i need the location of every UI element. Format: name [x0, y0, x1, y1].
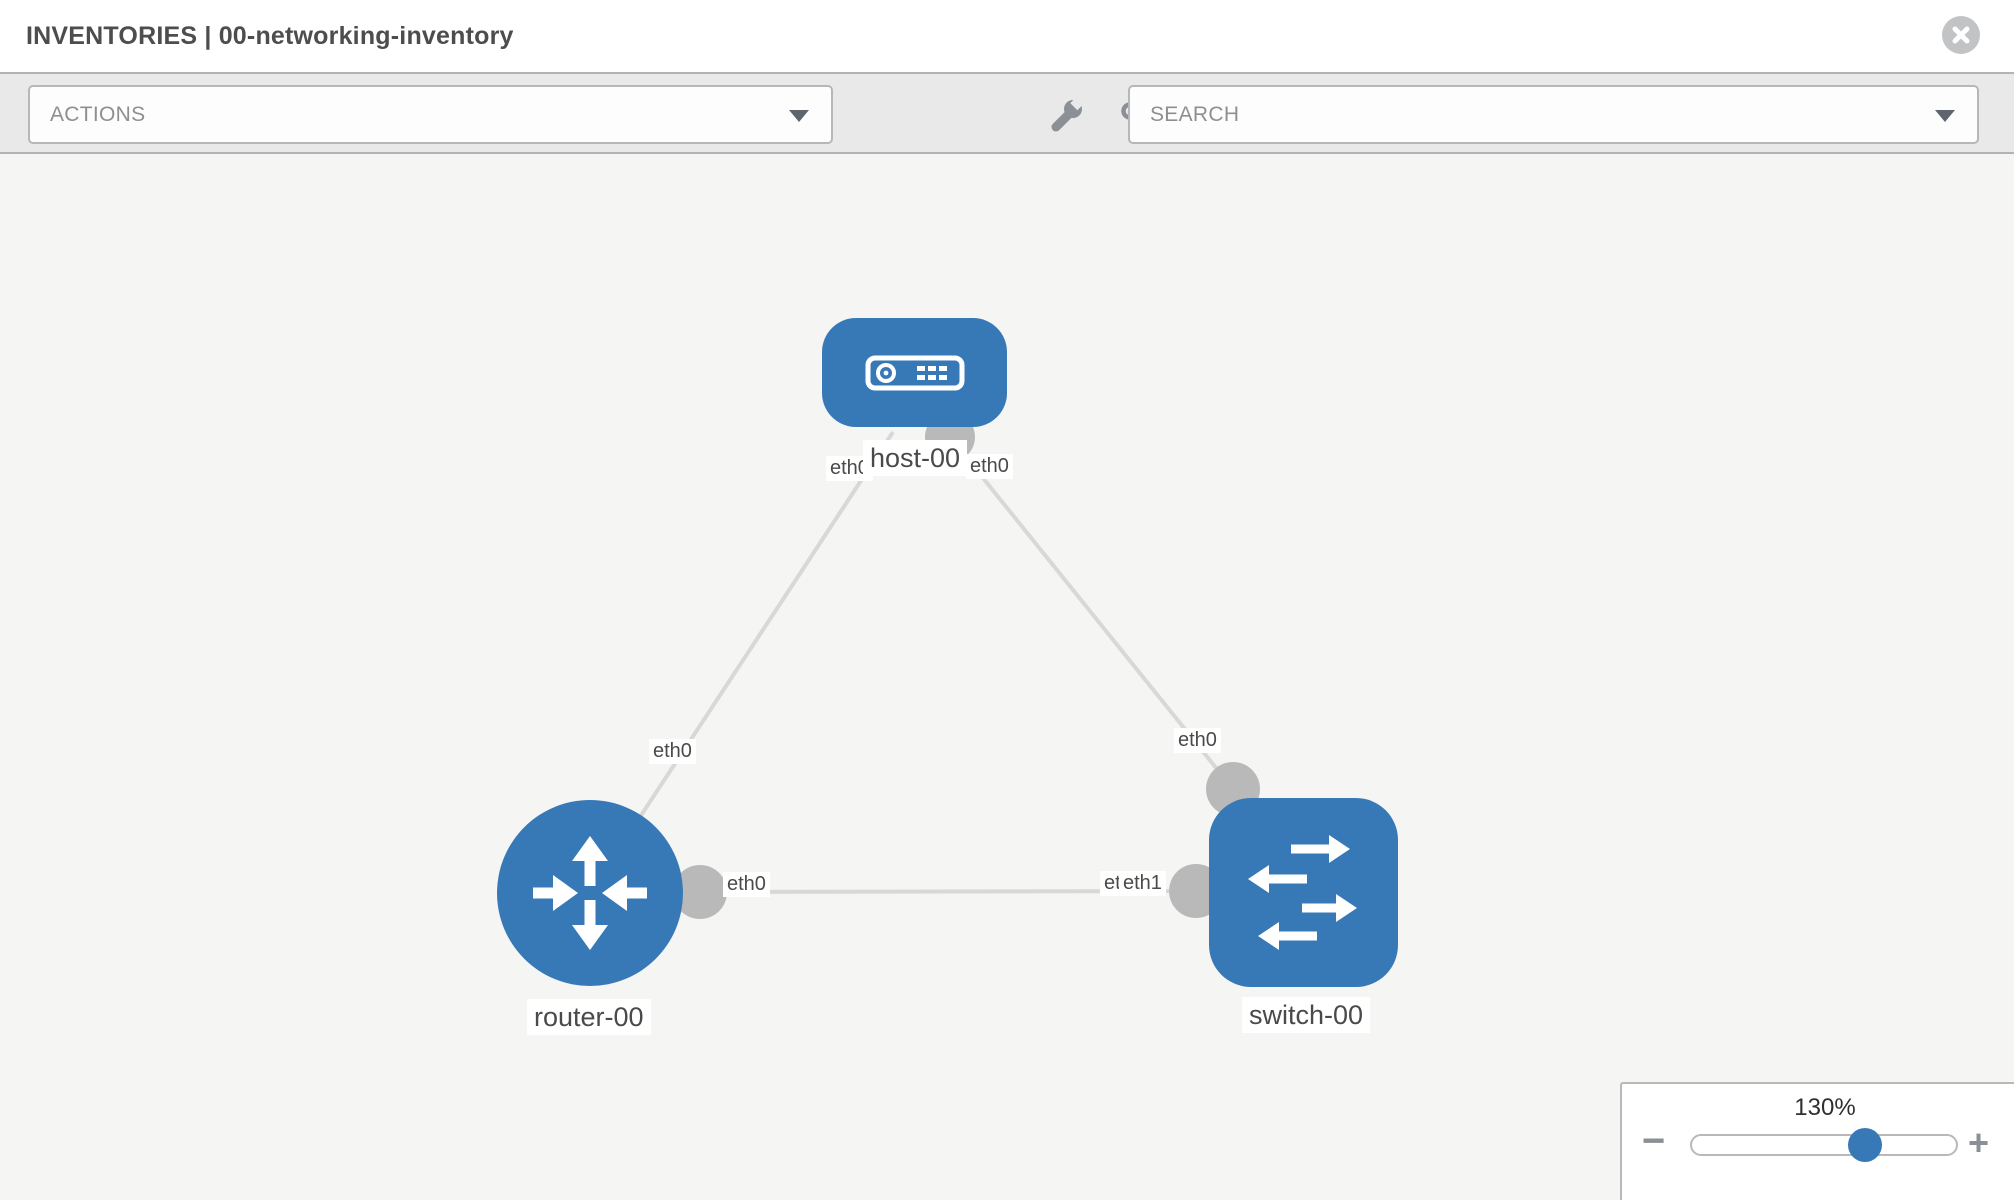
close-icon — [1952, 26, 1970, 44]
wrench-icon — [1051, 96, 1084, 132]
zoom-widget: 130% − + — [1620, 1082, 2014, 1200]
search-placeholder: SEARCH — [1150, 103, 1240, 126]
header: INVENTORIES | 00-networking-inventory — [0, 0, 2014, 72]
configure-button[interactable] — [1050, 96, 1084, 132]
node-label-host: host-00 — [863, 440, 968, 476]
zoom-slider-track[interactable] — [1690, 1128, 1958, 1162]
zoom-level: 130% — [1794, 1094, 1856, 1121]
close-button[interactable] — [1942, 16, 1980, 54]
node-router-00[interactable] — [497, 800, 683, 986]
interface-label: eth1 — [1119, 871, 1166, 896]
host-icon — [865, 355, 964, 390]
switch-icon — [1247, 834, 1357, 950]
toolbar: ACTIONS SEARCH — [0, 72, 2014, 154]
chevron-down-icon — [789, 110, 809, 122]
interface-label: eth0 — [966, 454, 1013, 479]
node-switch-00[interactable] — [1209, 798, 1398, 987]
interface-label: eth0 — [1174, 728, 1221, 753]
node-host-00[interactable] — [822, 318, 1007, 427]
node-label-switch: switch-00 — [1242, 997, 1371, 1033]
search-dropdown[interactable]: SEARCH — [1128, 85, 1979, 144]
page-title: INVENTORIES | 00-networking-inventory — [26, 22, 514, 50]
zoom-out-button[interactable]: − — [1642, 1119, 1666, 1163]
actions-dropdown[interactable]: ACTIONS — [28, 85, 833, 144]
actions-dropdown-label: ACTIONS — [50, 103, 146, 126]
topology-canvas[interactable]: eth0 eth0 eth0 eth0 eth0 eth0 eth1 host-… — [0, 154, 2014, 1200]
router-icon — [533, 836, 647, 950]
port-router-eth0[interactable] — [673, 865, 727, 919]
node-label-router: router-00 — [527, 999, 651, 1035]
interface-label: eth0 — [649, 739, 696, 764]
interface-label: eth0 — [723, 872, 770, 897]
zoom-slider-knob[interactable] — [1848, 1128, 1882, 1162]
zoom-in-button[interactable]: + — [1968, 1122, 1990, 1163]
chevron-down-icon — [1935, 110, 1955, 122]
